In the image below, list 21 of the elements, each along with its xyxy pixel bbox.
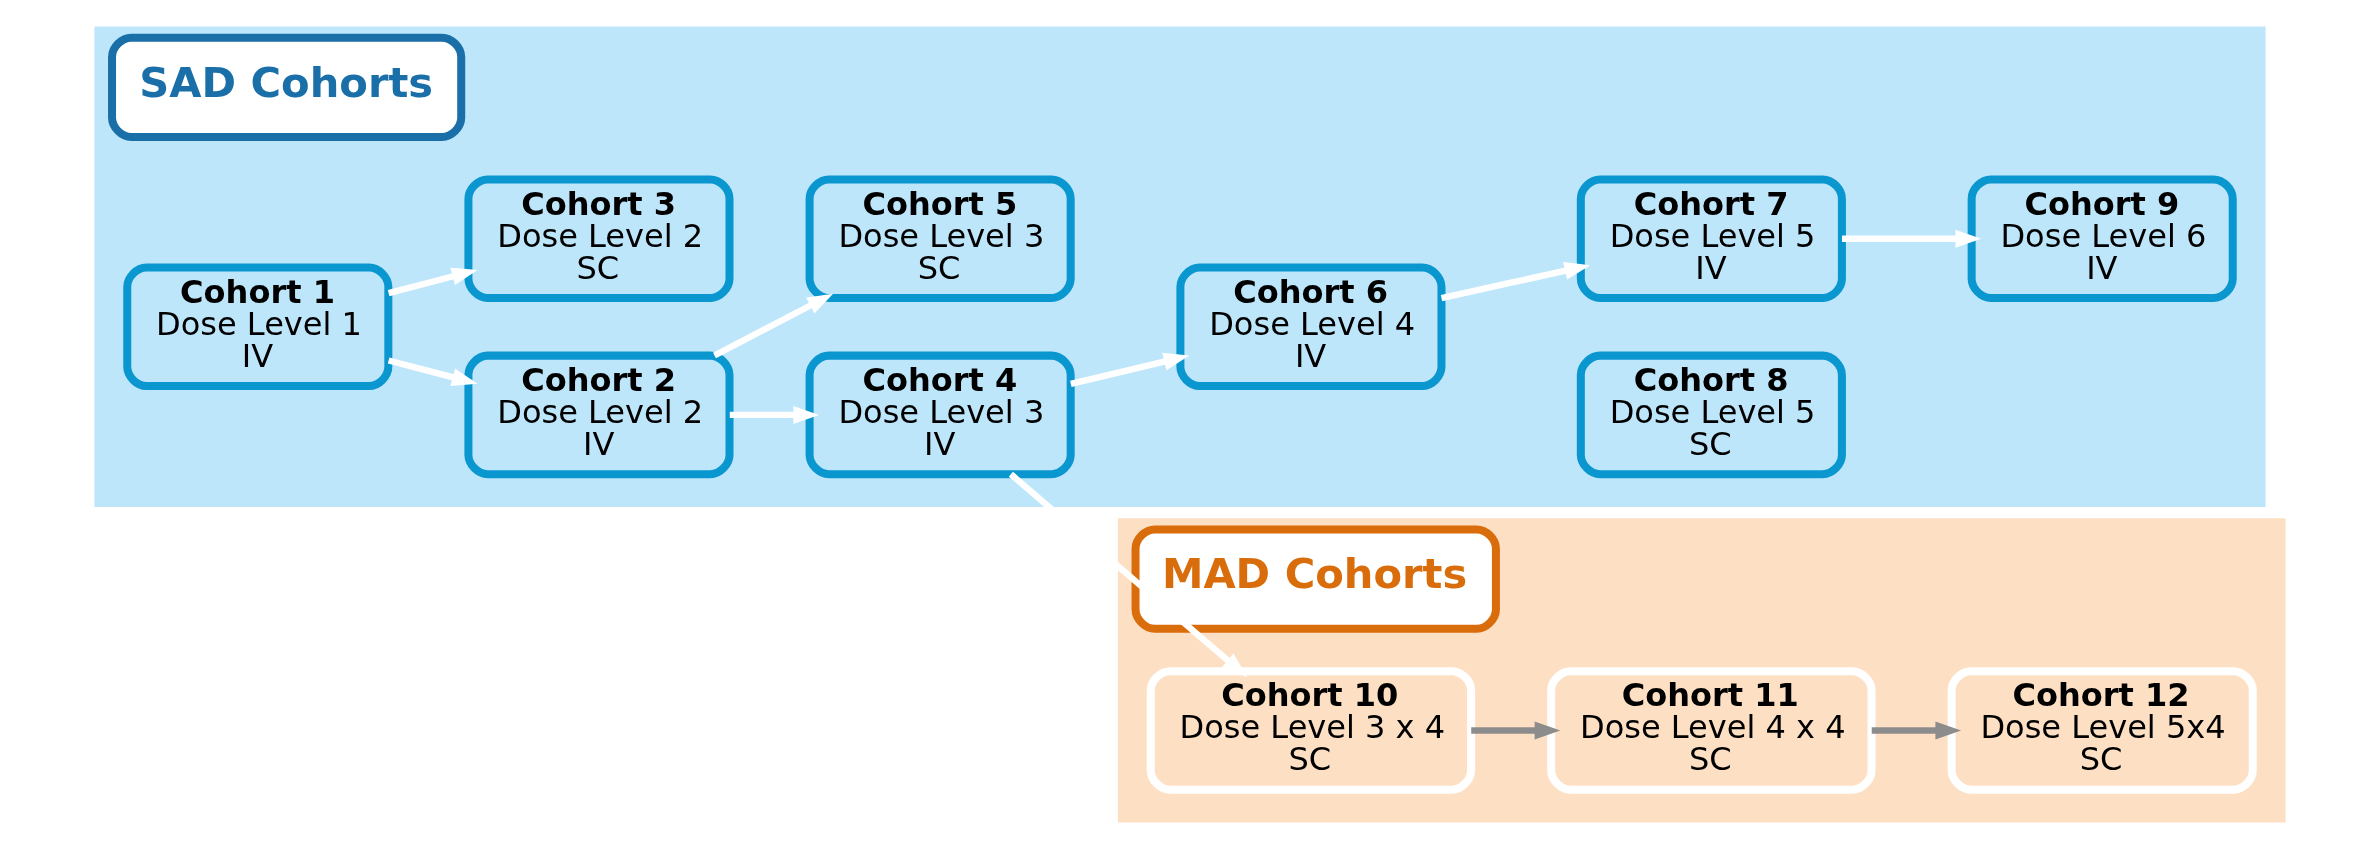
arrow xyxy=(1440,262,1591,302)
arrow xyxy=(713,293,834,359)
node-box: Cohort 8 Dose Level 5 SC xyxy=(1576,351,1846,479)
node-box: Cohort 3 Dose Level 2 SC xyxy=(464,175,734,302)
node-box: Cohort 10 Dose Level 3 x 4 SC xyxy=(1146,667,1476,794)
arrow xyxy=(1871,721,1962,740)
arrow xyxy=(729,405,820,424)
node-box: Cohort 2 Dose Level 2 IV xyxy=(464,351,734,479)
node-box: Cohort 7 Dose Level 5 IV xyxy=(1576,175,1846,302)
arrow xyxy=(387,357,478,386)
arrow xyxy=(1471,721,1561,740)
node-box: Cohort 11 Dose Level 4 x 4 SC xyxy=(1547,667,1876,794)
arrow xyxy=(1070,352,1190,388)
arrow xyxy=(387,267,478,297)
arrow xyxy=(1842,229,1982,248)
node-box: Cohort 9 Dose Level 6 IV xyxy=(1967,175,2237,302)
node-box: Cohort 12 Dose Level 5x4 SC xyxy=(1947,667,2257,794)
node-box: Cohort 1 Dose Level 1 IV xyxy=(123,263,393,391)
node-box: Cohort 6 Dose Level 4 IV xyxy=(1176,263,1446,391)
node-box: Cohort 5 Dose Level 3 SC xyxy=(805,175,1075,302)
node-box: Cohort 4 Dose Level 3 IV xyxy=(805,351,1075,479)
